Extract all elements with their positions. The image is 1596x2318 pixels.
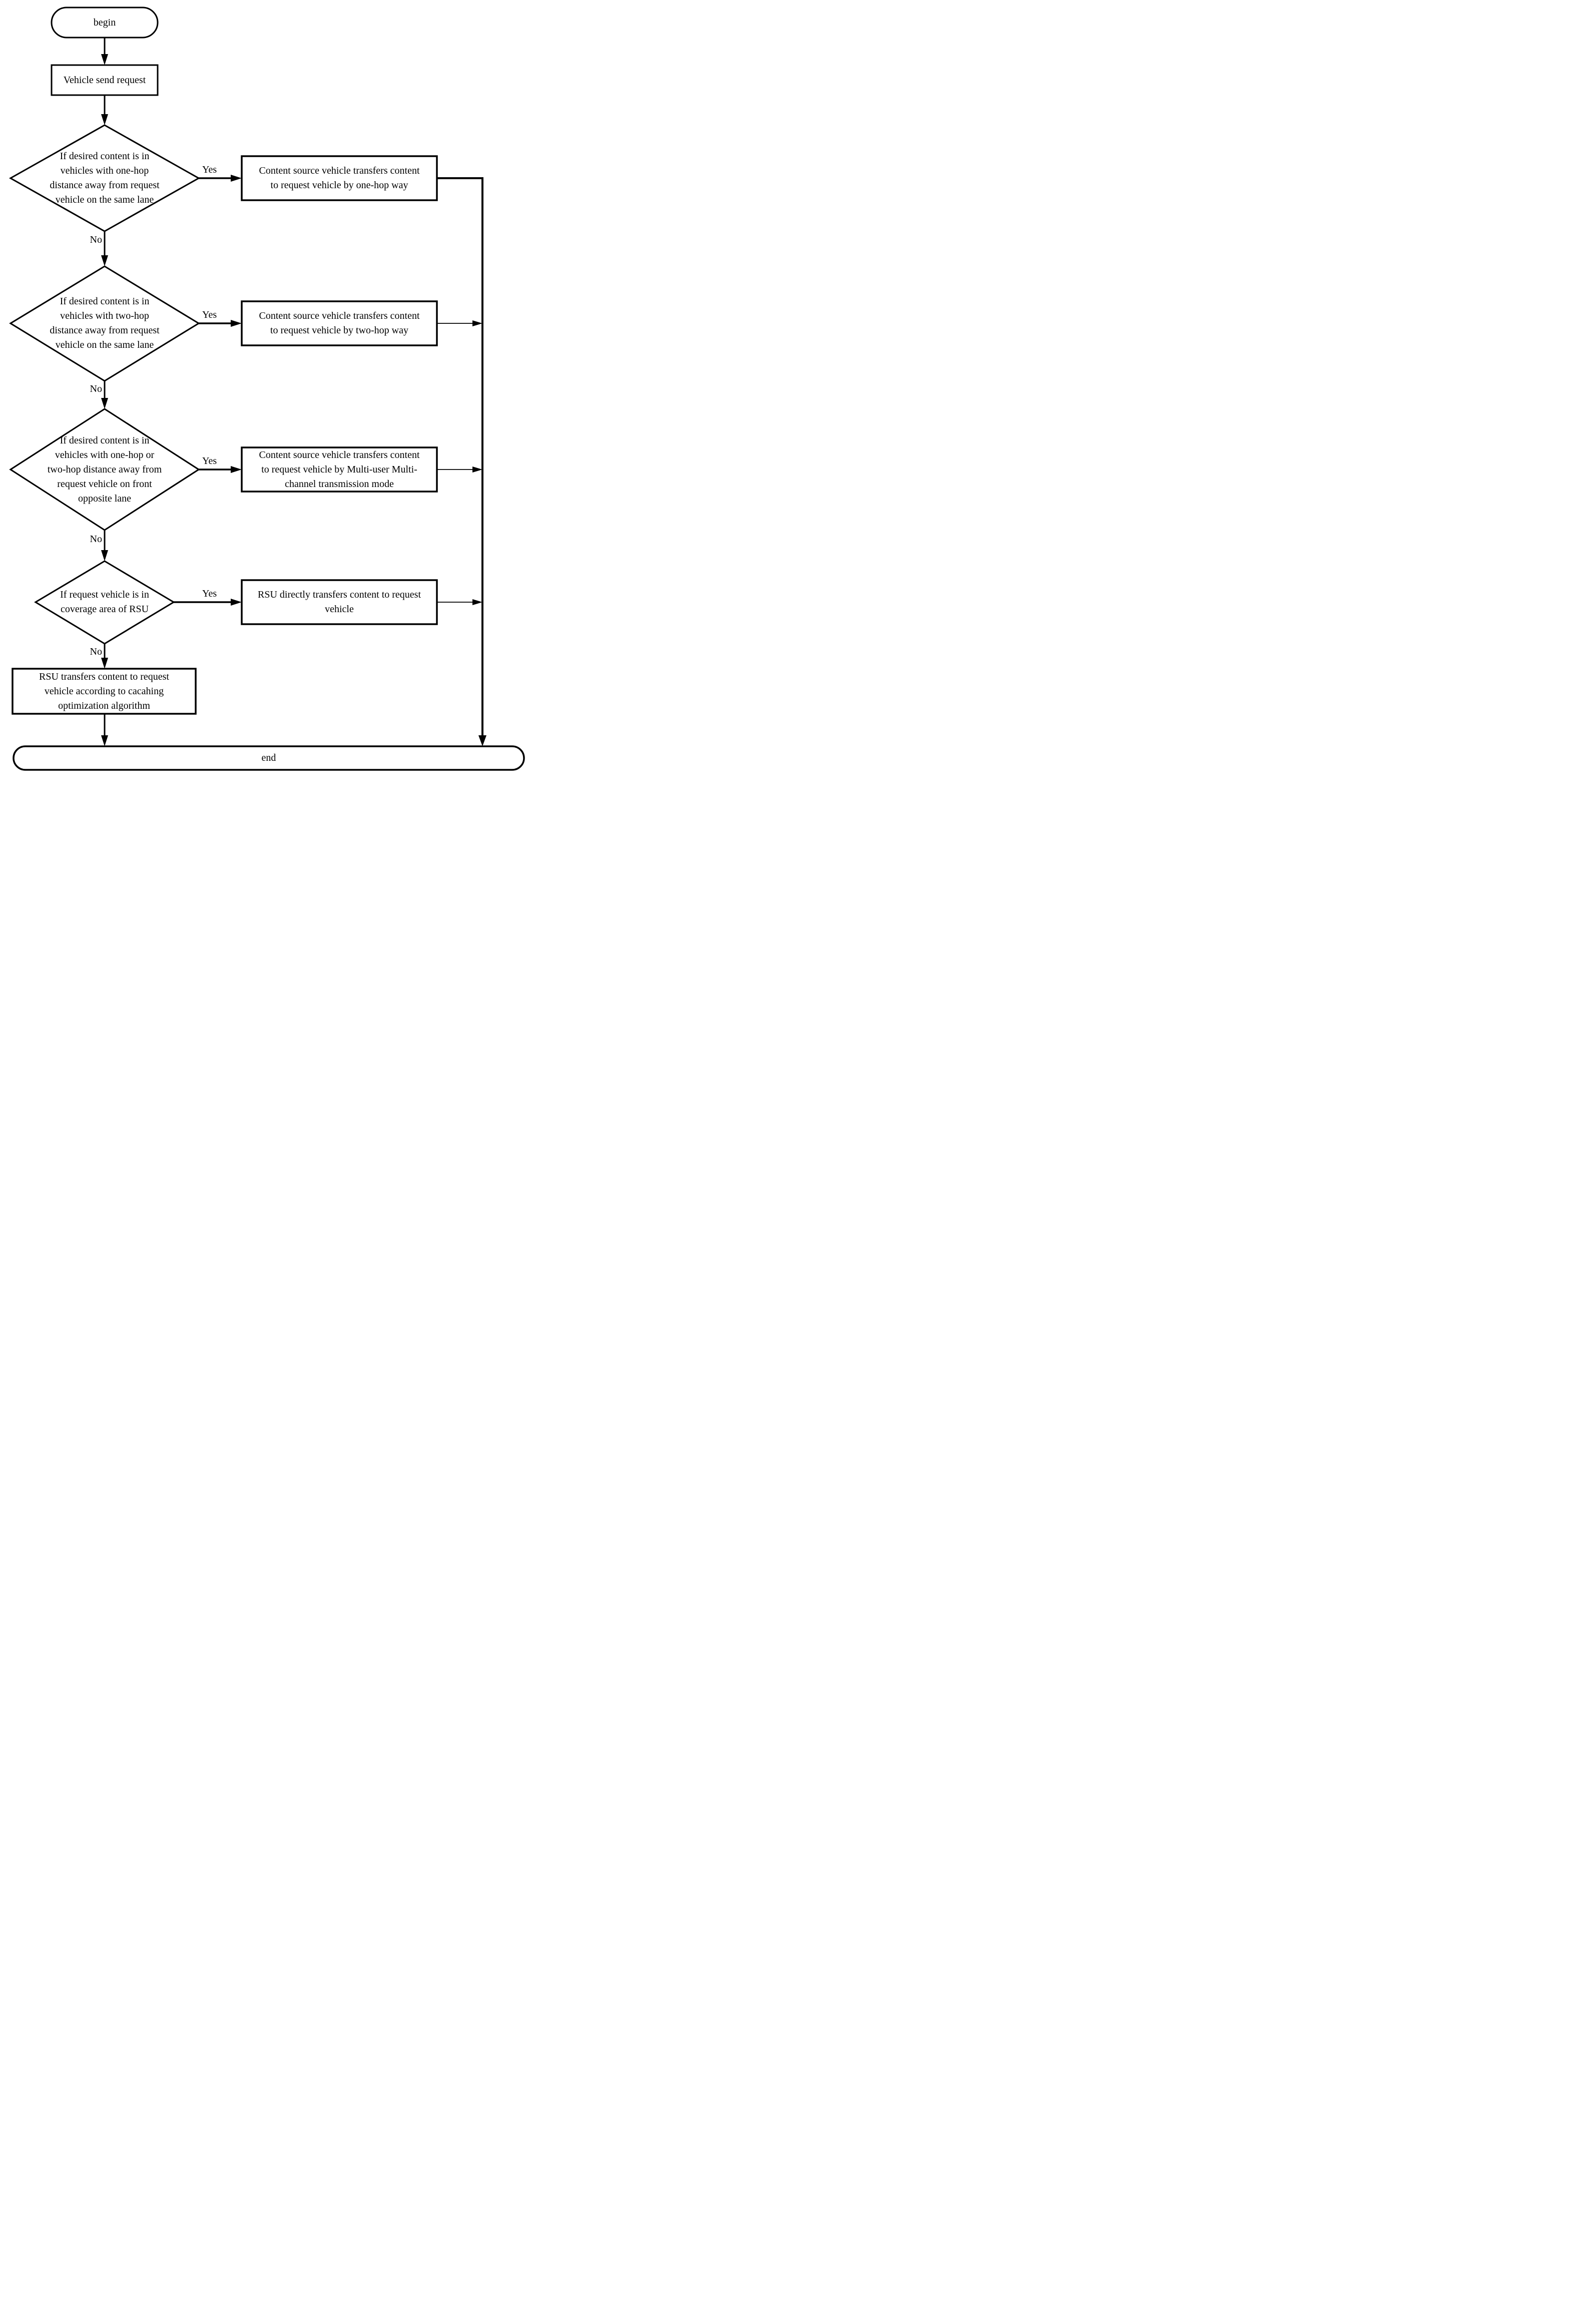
vehicle-send-request-label: Vehicle send request [63, 74, 146, 86]
transfer-multi-user-multi-channel-label: Content source vehicle transfers content… [259, 449, 420, 490]
edge-yes-4 [174, 599, 242, 606]
rsu-direct-transfer-label: RSU directly transfers content to reques… [257, 589, 421, 615]
edge-collector-line [437, 177, 486, 746]
edge-label-no-4: No [90, 646, 102, 657]
decision-two-hop-same-lane-label: If desired content is in vehicles with t… [50, 296, 160, 350]
end-terminator-shape [13, 745, 525, 771]
decision-opposite-lane-label: If desired content is in vehicles with o… [47, 434, 162, 504]
edge-yes-3 [199, 466, 242, 473]
edge-no-3 [101, 530, 108, 561]
end-terminator-label: end [261, 752, 276, 763]
edge-request-to-decision1 [101, 95, 108, 125]
edge-box2-to-collector [437, 320, 482, 326]
edge-label-yes-1: Yes [202, 164, 217, 175]
edge-box3-to-collector [437, 467, 482, 473]
edge-box4-to-collector [437, 599, 482, 605]
transfer-one-hop-label: Content source vehicle transfers content… [259, 165, 420, 191]
flowchart-canvas: begin Vehicle send request If desired co… [0, 0, 532, 773]
edge-yes-1 [199, 175, 242, 182]
edge-begin-to-request [101, 38, 108, 65]
edge-no-1 [101, 231, 108, 266]
edge-label-no-1: No [90, 234, 102, 245]
transfer-two-hop-label: Content source vehicle transfers content… [259, 310, 420, 336]
decision-one-hop-same-lane-label: If desired content is in vehicles with o… [50, 151, 160, 205]
edge-label-no-3: No [90, 534, 102, 545]
decision-rsu-coverage-label: If request vehicle is in coverage area o… [60, 589, 149, 615]
edge-label-yes-2: Yes [202, 309, 217, 320]
edge-yes-2 [199, 320, 242, 327]
edge-caching-to-end [101, 714, 108, 746]
edge-no-4 [101, 644, 108, 669]
rsu-caching-transfer-label: RSU transfers content to request vehicle… [39, 671, 169, 711]
begin-terminator-label: begin [93, 17, 116, 28]
flowchart-shape-layer [9, 7, 525, 771]
edge-label-no-2: No [90, 383, 102, 394]
edge-label-yes-4: Yes [202, 588, 217, 599]
edge-no-2 [101, 381, 108, 409]
edge-label-yes-3: Yes [202, 455, 217, 467]
